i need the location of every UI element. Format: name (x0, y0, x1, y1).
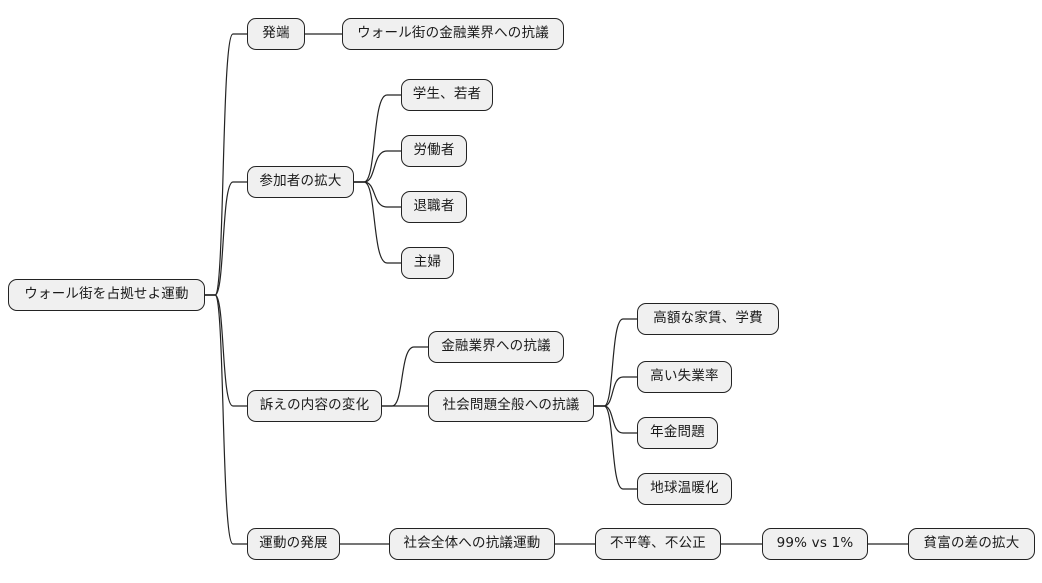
mindmap-node-b3[interactable]: 訴えの内容の変化 (247, 390, 382, 422)
mindmap-node-b2c4[interactable]: 主婦 (401, 247, 454, 279)
mindmap-node-b2[interactable]: 参加者の拡大 (247, 166, 354, 198)
mindmap-node-b3c2g3[interactable]: 年金問題 (637, 417, 718, 449)
mindmap-node-b1c1[interactable]: ウォール街の金融業界への抗議 (342, 18, 564, 50)
mindmap-node-label: 99% vs 1% (776, 535, 854, 552)
mindmap-node-b2c1[interactable]: 学生、若者 (401, 79, 493, 111)
mindmap-node-label: 高い失業率 (650, 368, 719, 385)
mindmap-node-b1[interactable]: 発端 (247, 18, 305, 50)
mindmap-node-label: 発端 (262, 25, 290, 42)
mindmap-node-b4c3[interactable]: 99% vs 1% (762, 528, 868, 560)
mindmap-node-label: 社会全体への抗議運動 (403, 535, 541, 552)
mindmap-node-b4[interactable]: 運動の発展 (247, 528, 340, 560)
mindmap-node-label: 金融業界への抗議 (441, 338, 551, 355)
mindmap-node-b3c2g1[interactable]: 高額な家賃、学費 (637, 303, 779, 335)
mindmap-node-label: 高額な家賃、学費 (653, 310, 763, 327)
mindmap-node-label: ウォール街を占拠せよ運動 (24, 286, 189, 303)
mindmap-node-label: 運動の発展 (259, 535, 328, 552)
mindmap-node-b4c2[interactable]: 不平等、不公正 (595, 528, 721, 560)
mindmap-node-label: 主婦 (413, 254, 442, 271)
mindmap-node-b3c1[interactable]: 金融業界への抗議 (428, 331, 564, 363)
mindmap-node-label: 地球温暖化 (650, 480, 719, 497)
mindmap-node-b4c1[interactable]: 社会全体への抗議運動 (389, 528, 555, 560)
mindmap-node-label: 社会問題全般への抗議 (442, 397, 580, 414)
mindmap-node-root[interactable]: ウォール街を占拠せよ運動 (8, 279, 205, 311)
mindmap-node-b2c3[interactable]: 退職者 (401, 191, 467, 223)
mindmap-node-label: 学生、若者 (412, 86, 482, 103)
mindmap-node-b3c2g4[interactable]: 地球温暖化 (637, 473, 732, 505)
mindmap-node-label: 参加者の拡大 (259, 173, 342, 190)
mindmap-node-label: 労働者 (413, 142, 455, 159)
mindmap-node-b3c2[interactable]: 社会問題全般への抗議 (428, 390, 594, 422)
mindmap-node-b4c4[interactable]: 貧富の差の拡大 (908, 528, 1035, 560)
mindmap-node-b3c2g2[interactable]: 高い失業率 (637, 361, 732, 393)
mindmap-node-b2c2[interactable]: 労働者 (401, 135, 467, 167)
mindmap-node-label: 訴えの内容の変化 (259, 397, 370, 414)
mindmap-node-label: 不平等、不公正 (610, 535, 706, 552)
mindmap-node-label: 退職者 (413, 198, 455, 215)
mindmap-node-label: 貧富の差の拡大 (923, 535, 1020, 552)
mindmap-node-label: 年金問題 (650, 424, 705, 441)
mindmap-node-label: ウォール街の金融業界への抗議 (357, 25, 549, 42)
